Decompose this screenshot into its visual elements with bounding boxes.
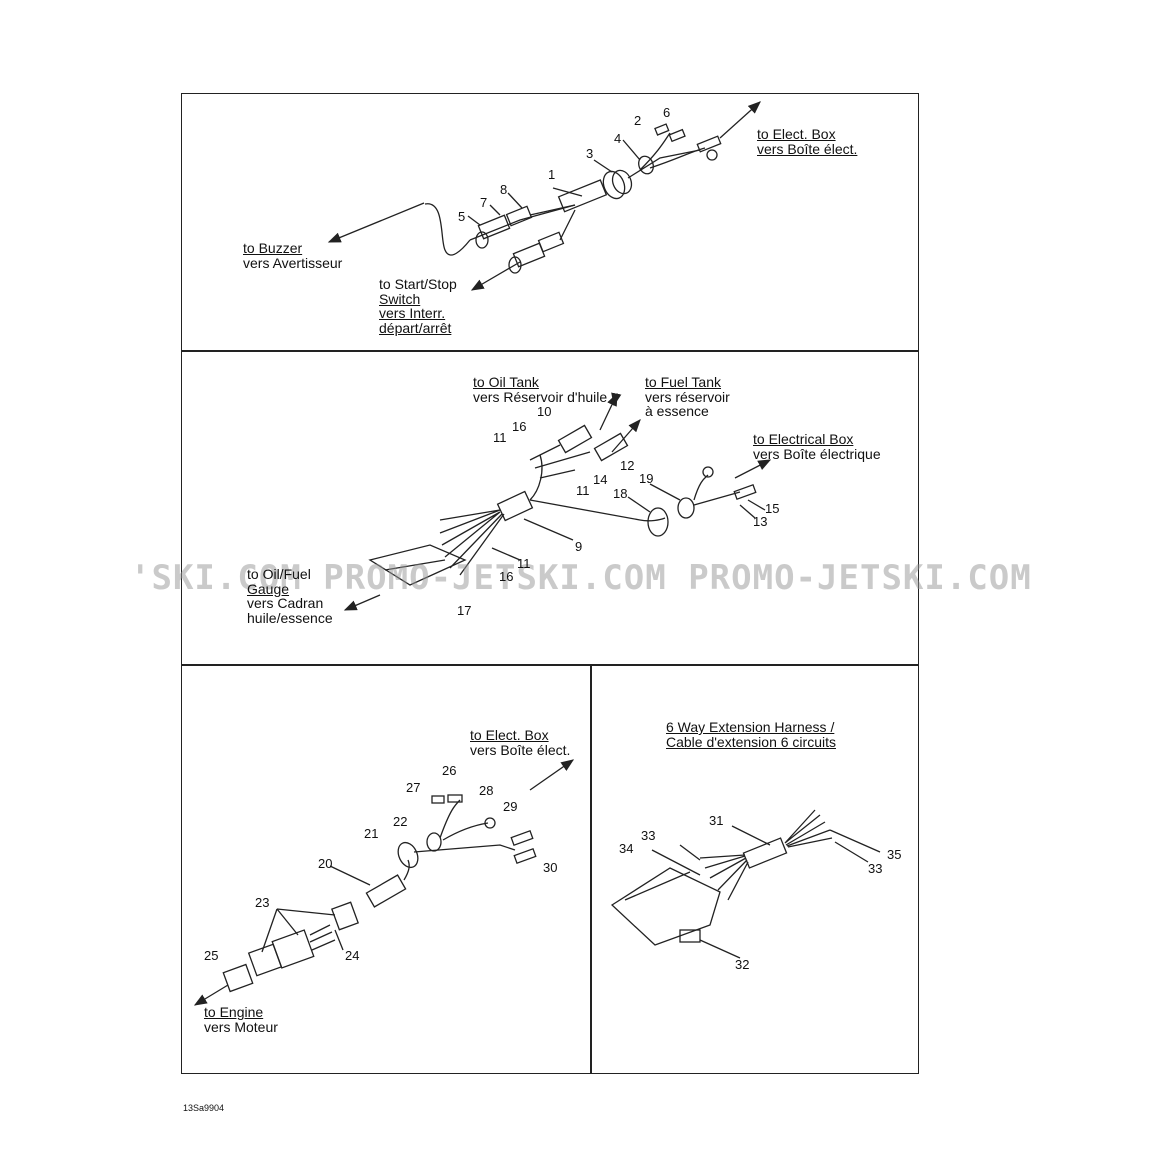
callout-14: 14 xyxy=(593,472,608,487)
callout-8: 8 xyxy=(500,182,508,197)
label-b-oil-tank: to Oil Tank vers Réservoir d'huile xyxy=(473,374,608,405)
callout-9: 9 xyxy=(575,539,583,554)
figure-code: 13Sa9904 xyxy=(183,1103,225,1113)
label-a-start-stop: to Start/Stop Switch vers Interr. départ… xyxy=(379,276,457,336)
panel-b-frame xyxy=(181,350,919,666)
callout-13: 13 xyxy=(753,514,768,529)
label-c-engine: to Engine vers Moteur xyxy=(204,1004,278,1035)
panel-c-frame xyxy=(181,664,592,1074)
callout-1: 1 xyxy=(548,167,556,182)
label-a-buzzer: to Buzzer vers Avertisseur xyxy=(243,240,343,271)
callout-35: 35 xyxy=(887,847,902,862)
callout-3: 3 xyxy=(586,146,594,161)
callout-11a: 11 xyxy=(493,430,507,445)
callout-19: 19 xyxy=(639,471,654,486)
callout-10: 10 xyxy=(537,404,552,419)
callout-30: 30 xyxy=(543,860,558,875)
callout-2: 2 xyxy=(634,113,642,128)
callout-18: 18 xyxy=(613,486,628,501)
callout-11b: 11 xyxy=(576,483,590,498)
callout-20: 20 xyxy=(318,856,333,871)
callout-34: 34 xyxy=(619,841,634,856)
panel-a-frame xyxy=(181,93,919,352)
callout-17: 17 xyxy=(457,603,472,618)
panel-a-harness xyxy=(327,101,761,291)
callout-6: 6 xyxy=(663,105,671,120)
panel-c-harness xyxy=(193,759,575,1006)
callout-33b: 33 xyxy=(868,861,883,876)
callout-22: 22 xyxy=(393,814,408,829)
callout-27: 27 xyxy=(406,780,421,795)
callout-23: 23 xyxy=(255,895,270,910)
label-c-elect-box: to Elect. Box vers Boîte élect. xyxy=(470,727,571,758)
label-b-electrical-box: to Electrical Box vers Boîte électrique xyxy=(753,431,881,462)
callout-16a: 16 xyxy=(512,419,527,434)
label-a-elect-box: to Elect. Box vers Boîte élect. xyxy=(757,126,858,157)
callout-31: 31 xyxy=(709,813,724,828)
callout-15: 15 xyxy=(765,501,780,516)
label-d-title: 6 Way Extension Harness / Cable d'extens… xyxy=(666,719,836,750)
callout-7: 7 xyxy=(480,195,488,210)
callout-24: 24 xyxy=(345,948,360,963)
panel-b-harness xyxy=(343,392,772,611)
callout-21: 21 xyxy=(364,826,379,841)
watermark: 'SKI.COM PROMO-JETSKI.COM PROMO-JETSKI.C… xyxy=(130,558,1032,598)
callout-16b: 16 xyxy=(499,569,514,584)
callout-25: 25 xyxy=(204,948,219,963)
callout-5: 5 xyxy=(458,209,466,224)
callout-4: 4 xyxy=(614,131,622,146)
panel-d-harness xyxy=(610,809,881,959)
callout-28: 28 xyxy=(479,783,494,798)
callout-33a: 33 xyxy=(641,828,656,843)
callout-12: 12 xyxy=(620,458,635,473)
callout-26: 26 xyxy=(442,763,457,778)
panel-d-frame xyxy=(590,664,919,1074)
label-b-gauge: to Oil/Fuel Gauge vers Cadran huile/esse… xyxy=(247,566,333,626)
label-b-fuel-tank: to Fuel Tank vers réservoir à essence xyxy=(645,374,730,419)
callout-32: 32 xyxy=(735,957,750,972)
callout-11c: 11 xyxy=(517,556,531,571)
callout-29: 29 xyxy=(503,799,518,814)
